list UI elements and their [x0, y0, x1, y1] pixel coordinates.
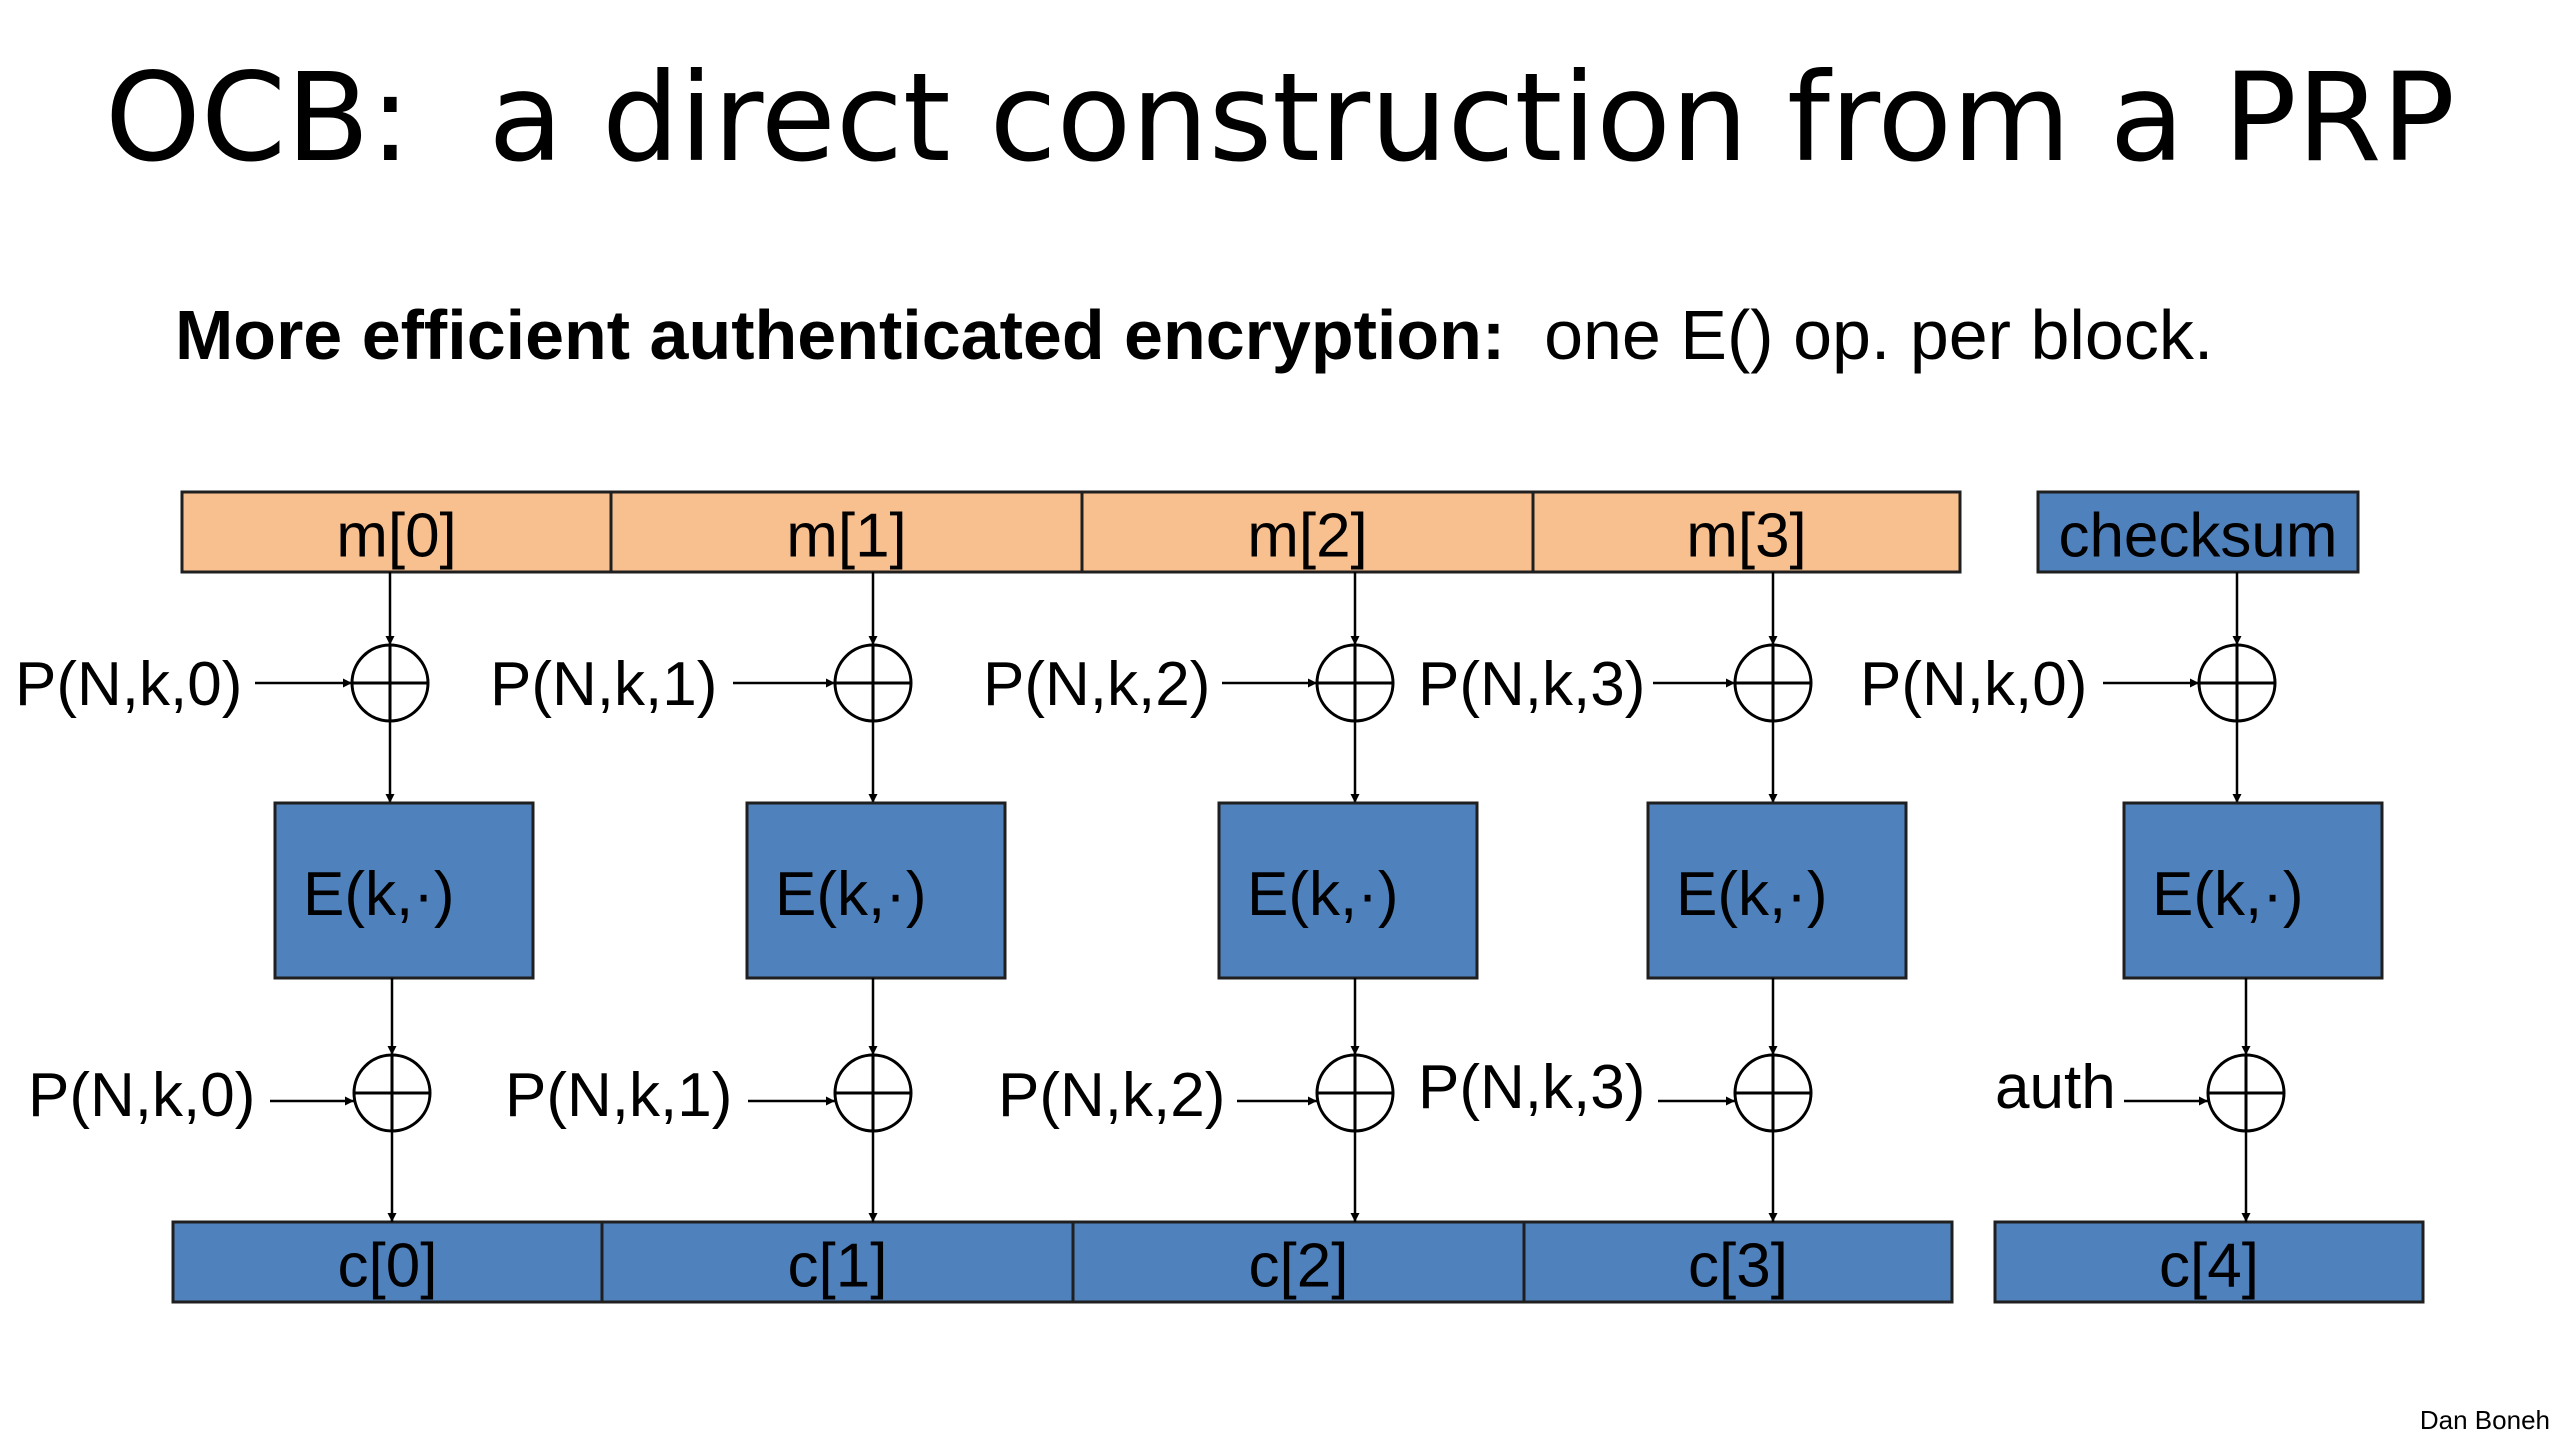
pad-out-label-2: P(N,k,2) — [998, 1061, 1225, 1130]
pad-out-label-1: P(N,k,1) — [505, 1061, 732, 1130]
ciphertext-block-4 — [1993, 1220, 2425, 1304]
subtitle-rest: one E() op. per block. — [1505, 296, 2214, 374]
encrypt-box-0 — [273, 801, 535, 980]
ciphertext-label-2: c[2] — [1249, 1232, 1349, 1301]
pad-out-label-0: P(N,k,0) — [28, 1061, 255, 1130]
checksum-label: checksum — [2058, 502, 2337, 571]
ciphertext-label-3: c[3] — [1688, 1232, 1788, 1301]
subtitle-bold: More efficient authenticated encryption: — [175, 296, 1506, 374]
encrypt-box-1 — [745, 801, 1007, 980]
pad-in-label-2: P(N,k,2) — [983, 650, 1210, 719]
ciphertext-block-1 — [600, 1220, 1075, 1304]
message-label-2: m[2] — [1247, 502, 1368, 571]
ciphertext-block-0 — [171, 1220, 604, 1304]
ciphertext-label-4: c[4] — [2159, 1232, 2259, 1301]
ciphertext-label-1: c[1] — [788, 1232, 888, 1301]
message-block-3 — [1531, 490, 1962, 574]
encrypt-label-2: E(k,·) — [1247, 860, 1399, 929]
pad-in-label-1: P(N,k,1) — [490, 650, 717, 719]
pad-in-label-0: P(N,k,0) — [15, 650, 242, 719]
slide-subtitle: More efficient authenticated encryption:… — [175, 290, 2213, 380]
message-label-0: m[0] — [336, 502, 457, 571]
ciphertext-label-0: c[0] — [338, 1232, 438, 1301]
encrypt-box-2 — [1217, 801, 1479, 980]
message-block-1 — [609, 490, 1084, 574]
slide-title: OCB: a direct construction from a PRP — [104, 47, 2456, 189]
encrypt-label-3: E(k,·) — [1676, 860, 1828, 929]
pad-out-label-3: P(N,k,3) — [1418, 1053, 1645, 1122]
author-credit: Dan Boneh — [2419, 1405, 2550, 1435]
ciphertext-block-3 — [1522, 1220, 1954, 1304]
pad-out-label-4: auth — [1995, 1053, 2116, 1122]
encrypt-label-0: E(k,·) — [303, 860, 455, 929]
pad-in-label-3: P(N,k,3) — [1418, 650, 1645, 719]
message-label-3: m[3] — [1686, 502, 1807, 571]
pad-in-label-4: P(N,k,0) — [1860, 650, 2087, 719]
encrypt-box-4 — [2122, 801, 2384, 980]
ciphertext-block-2 — [1071, 1220, 1526, 1304]
encrypt-box-3 — [1646, 801, 1908, 980]
encrypt-label-4: E(k,·) — [2152, 860, 2304, 929]
message-block-0 — [180, 490, 613, 574]
encrypt-label-1: E(k,·) — [775, 860, 927, 929]
message-label-1: m[1] — [786, 502, 907, 571]
checksum-block — [2036, 490, 2360, 574]
